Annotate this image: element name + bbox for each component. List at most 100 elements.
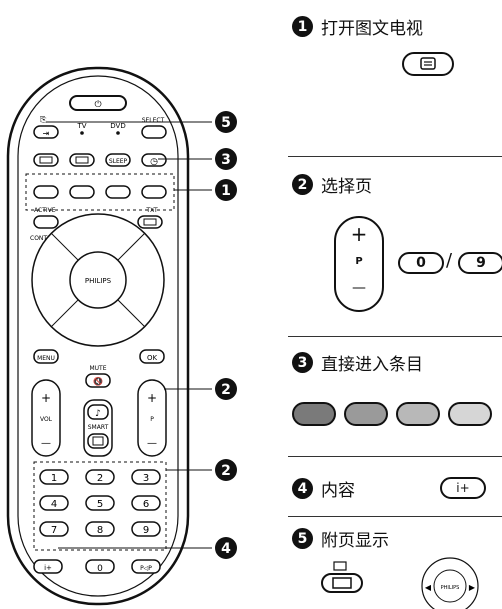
- green-key-diagram[interactable]: [344, 402, 388, 426]
- svg-text:2: 2: [221, 463, 231, 479]
- digit-5-button[interactable]: [85, 495, 115, 511]
- digit-3-button[interactable]: [131, 469, 161, 485]
- callout-1: 1: [215, 179, 237, 201]
- svg-text:5: 5: [221, 115, 231, 131]
- digit-2-button[interactable]: [85, 469, 115, 485]
- digit-9-button[interactable]: [131, 521, 161, 537]
- program-rocker-diagram[interactable]: + P —: [334, 216, 384, 312]
- digit-keys-highlight: [33, 461, 167, 551]
- ok-button[interactable]: [139, 349, 165, 364]
- red-key-diagram[interactable]: [292, 402, 336, 426]
- callout-3: 3: [215, 148, 237, 170]
- blue-key-diagram[interactable]: [448, 402, 492, 426]
- dvd-led: [116, 131, 120, 135]
- right-arrow-icon: ▶: [469, 583, 476, 592]
- digit-7-label: 7: [51, 525, 57, 536]
- left-arrow-icon: ◀: [425, 583, 432, 592]
- volume-rocker[interactable]: [31, 379, 61, 457]
- vol-minus: —: [41, 438, 51, 449]
- callout-2b: 2: [215, 459, 237, 481]
- digit-7-button[interactable]: [39, 521, 69, 537]
- ok-label: OK: [147, 354, 158, 362]
- green-key[interactable]: [69, 185, 95, 199]
- brand-logo: PHILIPS: [85, 277, 112, 285]
- teletext-key[interactable]: [402, 52, 454, 76]
- mute-button[interactable]: [85, 373, 111, 388]
- music-icon: ♪: [95, 409, 101, 419]
- format-button[interactable]: [33, 153, 59, 167]
- clock-icon: ◷: [150, 157, 158, 167]
- sleep-label: SLEEP: [109, 158, 128, 165]
- subpage-key-icon: [332, 577, 352, 589]
- control-label: CONTROL: [30, 235, 60, 242]
- subpage-key[interactable]: [321, 573, 363, 593]
- smart-picture-button[interactable]: [87, 433, 109, 449]
- sound-button[interactable]: [87, 404, 109, 420]
- vol-plus: +: [41, 391, 51, 405]
- digit-8-label: 8: [97, 525, 103, 536]
- callout-2: 2: [215, 378, 237, 400]
- minus-label: —: [352, 280, 366, 296]
- tv-label: TV: [76, 122, 86, 130]
- divider: [288, 336, 502, 337]
- p-plus: +: [147, 391, 157, 405]
- yellow-key-diagram[interactable]: [396, 402, 440, 426]
- section-4-title: 4 内容: [292, 476, 355, 501]
- mute-label: MUTE: [89, 365, 106, 372]
- menu-button[interactable]: [33, 349, 59, 364]
- yellow-key[interactable]: [105, 185, 131, 199]
- program-rocker[interactable]: [137, 379, 167, 457]
- callout-4: 4: [215, 537, 237, 559]
- source-icon: ⎘: [40, 115, 47, 124]
- section-1-title: 1 打开图文电视: [292, 14, 423, 39]
- teletext-button[interactable]: [137, 215, 163, 229]
- teletext-icon: [420, 57, 436, 70]
- svg-text:3: 3: [221, 152, 231, 168]
- vol-label: VOL: [40, 416, 53, 423]
- nav-center[interactable]: [69, 251, 127, 309]
- callout-5: 5: [215, 111, 237, 133]
- slash: /: [446, 250, 453, 271]
- hold-button[interactable]: [69, 153, 95, 167]
- digit-6-button[interactable]: [131, 495, 161, 511]
- sleep-button[interactable]: [105, 153, 131, 167]
- remote-control: ⏻ ⎘ ⇥ TV DVD SELECT SLEEP ◷ ACTIVE CONTR…: [6, 66, 237, 606]
- digit-3-label: 3: [143, 473, 149, 484]
- subpage-diagram: PHILIPS ◀ ▶: [321, 557, 479, 609]
- active-control-button[interactable]: [33, 215, 59, 229]
- red-key[interactable]: [33, 185, 59, 199]
- select-label: SELECT: [142, 117, 165, 124]
- power-button[interactable]: [69, 95, 127, 111]
- select-button[interactable]: [141, 125, 167, 139]
- hold-icon: [75, 156, 89, 164]
- pip-label: P◁P: [140, 565, 152, 572]
- divider: [288, 156, 502, 157]
- section-2-number: 2: [292, 174, 313, 195]
- p-label: P: [355, 256, 363, 267]
- smart-label: SMART: [88, 424, 109, 431]
- svg-text:1: 1: [221, 183, 231, 199]
- av-button[interactable]: [33, 125, 59, 139]
- digit-8-button[interactable]: [85, 521, 115, 537]
- av-icon: ⇥: [43, 129, 50, 138]
- tv-led: [80, 131, 84, 135]
- nav-center[interactable]: [433, 569, 467, 603]
- digit-0-label: 0: [97, 564, 103, 574]
- digit-0-button[interactable]: [85, 559, 115, 574]
- section-4-number: 4: [292, 478, 313, 499]
- picture-icon: [92, 436, 104, 446]
- pip-button[interactable]: [131, 559, 161, 574]
- digit-key-0[interactable]: 0: [398, 252, 444, 274]
- section-3-number: 3: [292, 352, 313, 373]
- clock-button[interactable]: [141, 153, 167, 167]
- blue-key[interactable]: [141, 185, 167, 199]
- svg-text:4: 4: [221, 541, 231, 557]
- brand-logo: PHILIPS: [441, 585, 460, 591]
- teletext-icon: [143, 218, 157, 226]
- info-button[interactable]: [33, 559, 63, 574]
- digit-4-button[interactable]: [39, 495, 69, 511]
- digit-1-button[interactable]: [39, 469, 69, 485]
- info-key[interactable]: i+: [440, 477, 486, 499]
- digit-key-9[interactable]: 9: [458, 252, 502, 274]
